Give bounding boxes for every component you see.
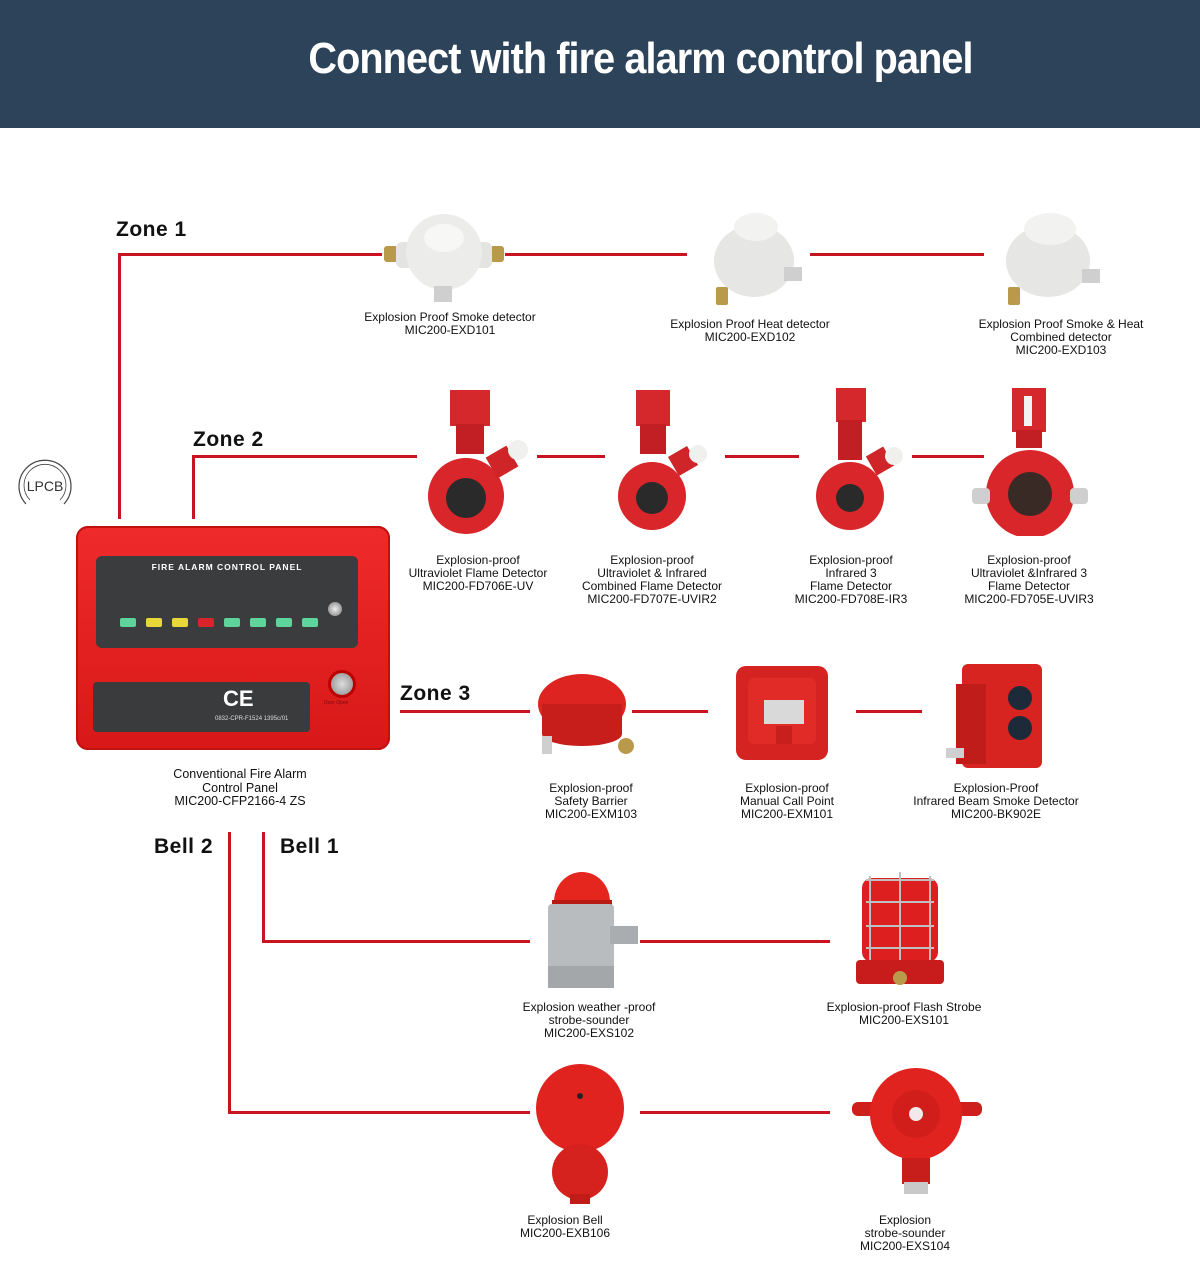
device-manual-call-point — [732, 660, 832, 764]
device-round-strobe-sounder — [852, 1062, 982, 1202]
uv-flame-detector-icon — [428, 390, 528, 534]
zone2-label: Zone 2 — [193, 428, 264, 451]
device-ir3-flame-detector — [810, 384, 910, 534]
caption-round-strobe-sounder: Explosion strobe-sounder MIC200-EXS104 — [859, 1213, 951, 1253]
panel-button-zone-1 — [224, 618, 240, 627]
caption-smoke-detector: Explosion Proof Smoke detector MIC200-EX… — [364, 310, 536, 337]
bell2-wire-horizontal — [228, 1111, 530, 1114]
zone2-wire-vertical — [192, 455, 195, 519]
panel-button-silence-1 — [146, 618, 162, 627]
panel-label-plate: CE 0832-CPR-F1524 1395c/01 — [93, 682, 310, 732]
caption-strobe-sounder: Explosion weather -proof strobe-sounder … — [522, 1000, 656, 1040]
door-open-label: Door Open — [324, 700, 349, 706]
caption-uvir3-flame-detector: Explosion-proof Ultraviolet &Infrared 3 … — [964, 553, 1094, 606]
control-panel-caption: Conventional Fire Alarm Control Panel MI… — [173, 767, 307, 808]
lpcb-logo-icon: LPCB — [18, 459, 72, 505]
caption-beam-smoke-detector: Explosion-Proof Infrared Beam Smoke Dete… — [913, 781, 1079, 821]
strobe-sounder-icon — [548, 872, 638, 988]
panel-key-switch-icon — [328, 602, 342, 616]
zone1-wire-link-1 — [505, 253, 687, 256]
caption-flash-strobe: Explosion-proof Flash Strobe MIC200-EXS1… — [826, 1000, 982, 1027]
zone1-label: Zone 1 — [116, 218, 187, 241]
bell1-wire-horizontal — [262, 940, 530, 943]
bell1-wire-link-1 — [640, 940, 830, 943]
device-uvir-flame-detector — [610, 386, 710, 536]
zone1-wire-horizontal — [118, 253, 382, 256]
lpcb-certification-badge: LPCB — [12, 452, 78, 518]
flash-strobe-icon — [856, 872, 944, 985]
caption-uvir-flame-detector: Explosion-proof Ultraviolet & Infrared C… — [581, 553, 723, 606]
zone3-wire-horizontal — [400, 710, 530, 713]
zone1-wire-vertical — [118, 253, 121, 519]
header-banner: Connect with fire alarm control panel — [0, 0, 1200, 128]
manual-call-point-icon — [736, 666, 828, 760]
caption-heat-detector: Explosion Proof Heat detector MIC200-EXD… — [670, 317, 830, 344]
zone1-wire-link-2 — [810, 253, 984, 256]
strobe-sounder-round-icon — [852, 1068, 982, 1194]
panel-button-zone-4 — [302, 618, 318, 627]
device-strobe-sounder — [540, 862, 650, 992]
zone3-wire-link-2 — [856, 710, 922, 713]
zone2-wire-link-3 — [912, 455, 984, 458]
device-smoke-heat-detector — [996, 205, 1106, 309]
zone2-wire-horizontal — [192, 455, 417, 458]
certificate-number: 0832-CPR-F1524 1395c/01 — [215, 716, 289, 722]
zone2-wire-link-2 — [725, 455, 799, 458]
caption-manual-call-point: Explosion-proof Manual Call Point MIC200… — [739, 781, 835, 821]
device-safety-barrier — [530, 664, 634, 760]
ir3-flame-detector-icon — [816, 388, 903, 530]
uvir3-flame-detector-icon — [972, 388, 1088, 536]
smoke-detector-icon — [384, 214, 504, 302]
beam-smoke-detector-icon — [946, 664, 1042, 768]
caption-ir3-flame-detector: Explosion-proof Infrared 3 Flame Detecto… — [794, 553, 908, 606]
zone3-wire-link-1 — [632, 710, 708, 713]
svg-text:LPCB: LPCB — [27, 478, 64, 494]
safety-barrier-icon — [538, 674, 634, 754]
bell2-wire-link-1 — [640, 1111, 830, 1114]
smoke-heat-detector-icon — [1006, 213, 1100, 305]
device-explosion-bell — [536, 1060, 630, 1210]
panel-button-zone-2 — [250, 618, 266, 627]
page-title: Connect with fire alarm control panel — [308, 34, 973, 83]
door-lock-icon — [328, 670, 356, 698]
device-smoke-detector — [384, 208, 506, 304]
bell1-label: Bell 1 — [280, 835, 340, 858]
caption-safety-barrier: Explosion-proof Safety Barrier MIC200-EX… — [544, 781, 638, 821]
panel-button-zone-3 — [276, 618, 292, 627]
device-flash-strobe — [856, 868, 946, 992]
fire-alarm-control-panel: FIRE ALARM CONTROL PANEL CE 0832-CPR-F15… — [76, 526, 390, 750]
bell1-wire-vertical — [262, 832, 265, 942]
bell2-wire-vertical — [228, 832, 231, 1114]
bell-icon — [536, 1064, 624, 1204]
bell2-label: Bell 2 — [154, 835, 214, 858]
caption-uv-flame-detector: Explosion-proof Ultraviolet Flame Detect… — [408, 553, 548, 593]
panel-button-evacuate — [198, 618, 214, 627]
panel-button-reset — [120, 618, 136, 627]
uvir-flame-detector-icon — [618, 390, 707, 530]
panel-display: FIRE ALARM CONTROL PANEL — [96, 556, 358, 648]
caption-explosion-bell: Explosion Bell MIC200-EXB106 — [519, 1213, 611, 1240]
device-heat-detector — [706, 205, 806, 309]
device-beam-smoke-detector — [942, 660, 1052, 770]
heat-detector-icon — [714, 213, 802, 305]
caption-smoke-heat-detector: Explosion Proof Smoke & Heat Combined de… — [978, 317, 1144, 357]
ce-mark: CE — [223, 686, 254, 711]
device-uv-flame-detector — [420, 384, 530, 534]
panel-button-silence-2 — [172, 618, 188, 627]
panel-title: FIRE ALARM CONTROL PANEL — [151, 562, 303, 572]
zone3-label: Zone 3 — [400, 682, 471, 705]
zone2-wire-link-1 — [537, 455, 605, 458]
device-uvir3-flame-detector — [968, 386, 1088, 536]
